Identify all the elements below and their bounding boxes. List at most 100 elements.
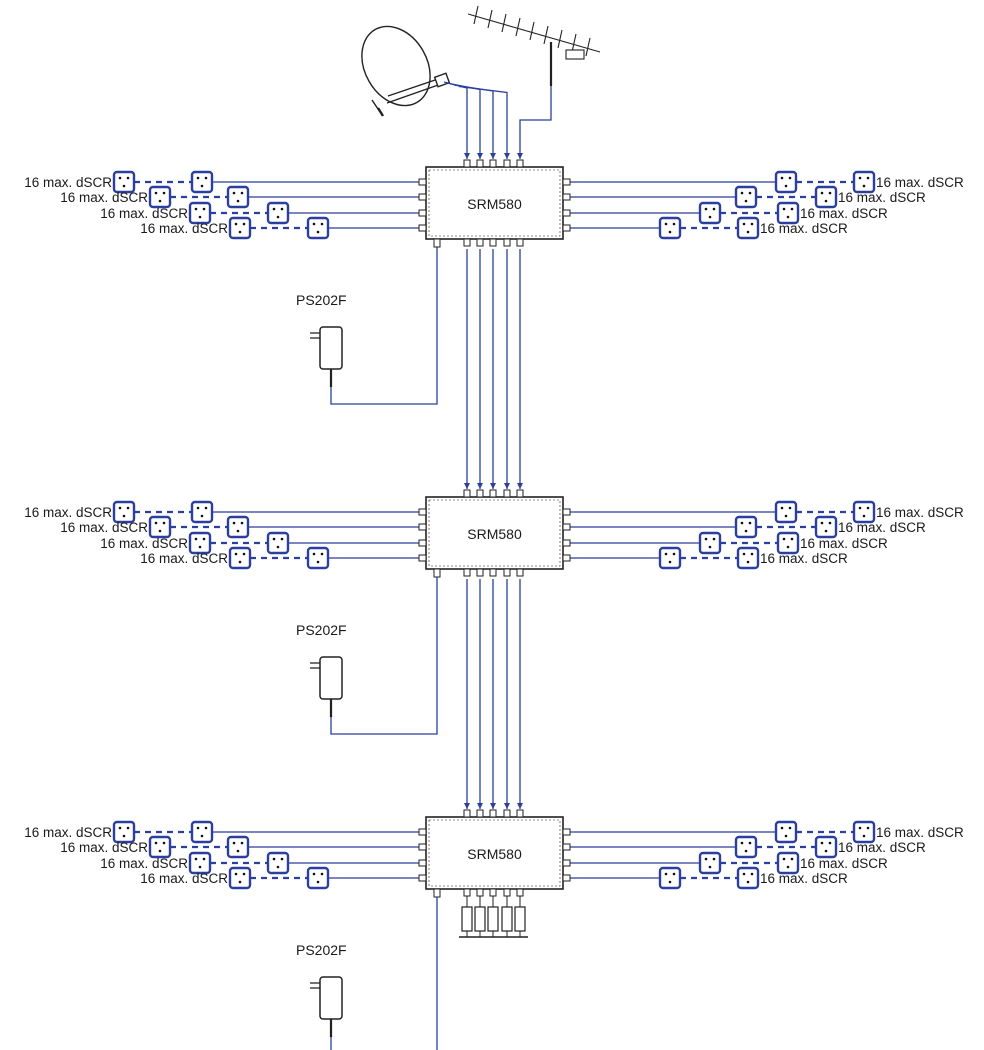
outlet-frame: [190, 170, 214, 194]
outlet-pin: [668, 560, 672, 564]
power-supply-label: PS202F: [296, 942, 347, 958]
terrestrial-antenna-icon: [467, 5, 601, 86]
outlet-pin: [668, 230, 672, 234]
outlet-pin: [866, 176, 870, 180]
wall-outlet-icon: [148, 515, 172, 539]
outlet-pin: [238, 560, 242, 564]
outlet-pin: [780, 826, 784, 830]
outlet-pin: [154, 841, 158, 845]
psu-plug: [310, 332, 320, 339]
wall-outlet-icon: [190, 170, 214, 194]
outlet-pin: [786, 215, 790, 219]
wall-outlet-icon: [112, 170, 136, 194]
outlet-pin: [242, 552, 246, 556]
outlet-pin: [824, 199, 828, 203]
outlet-frame: [698, 201, 722, 225]
cascade-port: [503, 888, 511, 897]
output-port: [562, 209, 571, 217]
outlet-pin: [790, 857, 794, 861]
outlet-pin: [200, 514, 204, 518]
output-port: [562, 178, 571, 186]
output-port: [418, 224, 427, 232]
outlet-pin: [196, 826, 200, 830]
output-label: 16 max. dSCR: [800, 536, 888, 551]
wall-outlet-icon: [852, 170, 876, 194]
arrow: [490, 803, 496, 809]
resistor-body: [474, 906, 486, 932]
termination-resistor-icon: [514, 896, 526, 937]
outlet-pin: [740, 841, 744, 845]
outlet-pin: [784, 184, 788, 188]
outlet-frame: [306, 216, 330, 240]
output-port: [562, 554, 571, 562]
outlet-frame: [698, 531, 722, 555]
outlet-pin: [280, 857, 284, 861]
outlet-pin: [312, 222, 316, 226]
output-port: [562, 843, 571, 851]
multiswitch-icon: SRM580: [418, 159, 571, 248]
cable-layer: [134, 81, 854, 1050]
outlet-frame: [148, 185, 172, 209]
outlet-pin: [708, 865, 712, 869]
outlet-pin: [780, 176, 784, 180]
output-label: 16 max. dSCR: [838, 190, 926, 205]
outlet-pin: [708, 215, 712, 219]
outlet-pin: [162, 841, 166, 845]
input-port: [476, 159, 484, 168]
outlet-frame: [734, 185, 758, 209]
outlet-frame: [852, 170, 876, 194]
termination-resistor-icon: [474, 896, 486, 937]
outlet-frame: [148, 835, 172, 859]
device-layer: SRM580 16 max. dSCR 16 max. dSCR 16 max. dS…: [24, 159, 964, 1037]
outlet-pin: [712, 207, 716, 211]
input-port: [516, 809, 524, 818]
outlet-pin: [744, 199, 748, 203]
outlet-pin: [162, 191, 166, 195]
outlet-frame: [266, 851, 290, 875]
outlet-pin: [740, 191, 744, 195]
output-label: 16 max. dSCR: [100, 206, 188, 221]
outlet-pin: [824, 529, 828, 533]
outlet-pin: [236, 529, 240, 533]
outlet-pin: [118, 506, 122, 510]
outlet-pin: [194, 537, 198, 541]
outlet-pin: [746, 230, 750, 234]
outlet-pin: [790, 537, 794, 541]
outlet-pin: [750, 222, 754, 226]
input-port: [476, 489, 484, 498]
output-port: [418, 874, 427, 882]
outlet-pin: [198, 545, 202, 549]
outlet-pin: [668, 880, 672, 884]
outlet-frame: [226, 185, 250, 209]
outlet-pin: [858, 506, 862, 510]
output-port: [562, 523, 571, 531]
output-port: [562, 828, 571, 836]
output-port: [418, 508, 427, 516]
output-label: 16 max. dSCR: [760, 871, 848, 886]
outlet-pin: [234, 872, 238, 876]
outlet-pin: [198, 215, 202, 219]
outlet-pin: [320, 552, 324, 556]
outlet-frame: [658, 546, 682, 570]
outlet-pin: [672, 552, 676, 556]
output-port: [562, 859, 571, 867]
outlet-pin: [204, 826, 208, 830]
outlet-pin: [748, 521, 752, 525]
outlet-pin: [272, 537, 276, 541]
wall-outlet-icon: [734, 835, 758, 859]
outlet-frame: [776, 851, 800, 875]
outlet-pin: [198, 865, 202, 869]
outlet-frame: [658, 866, 682, 890]
terrestrial-cable: [519, 86, 552, 159]
outlet-frame: [736, 546, 760, 570]
outlet-pin: [788, 176, 792, 180]
input-port: [503, 809, 511, 818]
outlet-pin: [122, 514, 126, 518]
arrow: [504, 153, 510, 159]
input-port: [503, 159, 511, 168]
outlet-frame: [188, 851, 212, 875]
outlet-pin: [784, 834, 788, 838]
outlet-pin: [672, 872, 676, 876]
input-port: [516, 489, 524, 498]
outlet-frame: [776, 201, 800, 225]
